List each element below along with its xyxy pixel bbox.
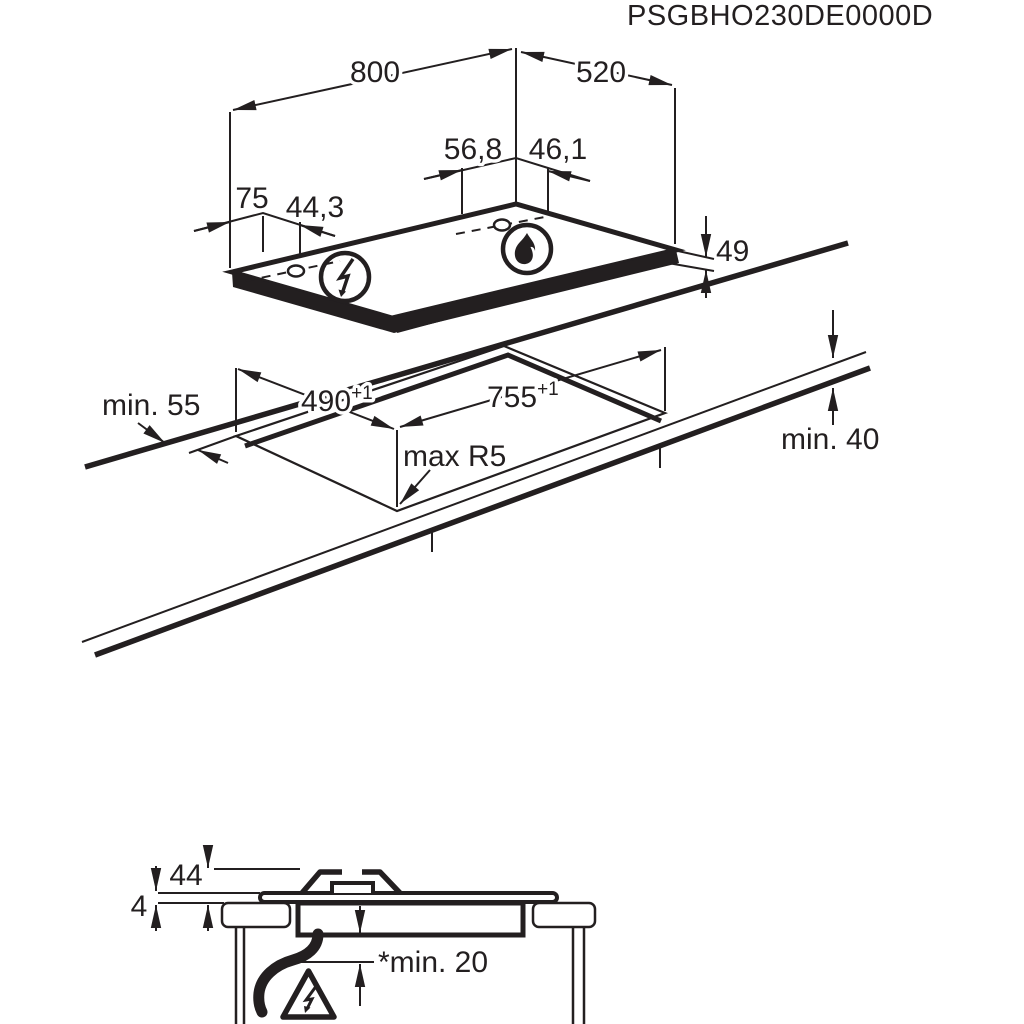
dim-min-55: min. 55 xyxy=(102,389,229,464)
dim-44: 44 xyxy=(158,845,300,931)
cabinet-walls xyxy=(234,926,586,1024)
worktop-section-right xyxy=(531,901,597,929)
dim-49: 49 xyxy=(700,216,749,298)
dim-490-label: 490+1 xyxy=(301,383,373,418)
electric-shock-warning-icon xyxy=(280,968,337,1020)
gas-connection-hole xyxy=(492,218,512,232)
worktop-front-top-edge xyxy=(81,351,867,643)
top-view-hob: 800 520 56,8 46,1 75 44,3 49 xyxy=(84,48,849,470)
dim-44-label: 44 xyxy=(169,859,202,892)
electric-connection-hole xyxy=(286,264,306,278)
model-code: PSGBHO230DE0000D xyxy=(627,0,933,32)
dim-min-20: *min. 20 xyxy=(300,906,488,1006)
side-view: 44 4 *min. 20 xyxy=(131,845,597,1024)
dim-755-label: 755+1 xyxy=(487,379,559,414)
hob-body-section xyxy=(295,900,526,938)
glass-panel-section xyxy=(258,891,559,904)
mains-cable xyxy=(253,928,324,1018)
dim-max-r5-label: max R5 xyxy=(403,440,506,473)
dim-490: 490+1 xyxy=(237,368,395,430)
dim-75-label: 75 xyxy=(235,182,268,215)
cutout-view: 490+1 755+1 min. 55 min. 40 max R5 xyxy=(81,310,879,658)
dim-49-label: 49 xyxy=(716,235,749,268)
flame-in-circle-icon xyxy=(500,222,554,276)
cutout-extension-lines xyxy=(188,347,666,507)
dim-800: 800 xyxy=(232,48,513,111)
dim-520: 520 xyxy=(520,51,673,93)
dim-56-8-label: 56,8 xyxy=(444,133,502,166)
hob-side-face xyxy=(232,250,679,333)
lightning-in-circle-icon xyxy=(318,250,372,304)
dim-520-label: 520 xyxy=(576,56,626,89)
dim-56-8-46-1: 56,8 46,1 xyxy=(423,130,591,182)
dim-800-label: 800 xyxy=(350,56,400,89)
dim-46-1-label: 46,1 xyxy=(529,133,587,166)
dim-min-40: min. 40 xyxy=(781,310,879,456)
dim-min-40-label: min. 40 xyxy=(781,423,879,456)
dim-max-r5: max R5 xyxy=(399,437,510,505)
dim-min-55-label: min. 55 xyxy=(102,389,200,422)
burner-cap xyxy=(330,881,375,893)
dim-min-20-label: *min. 20 xyxy=(378,946,488,979)
dim-755: 755+1 xyxy=(399,349,662,428)
worktop-section-left xyxy=(220,901,292,929)
dim-75-44-3: 75 44,3 xyxy=(193,179,348,237)
worktop-front-bottom-edge xyxy=(94,365,871,658)
pan-support xyxy=(299,869,402,895)
hob-bottom-edge-extension xyxy=(667,262,715,272)
dim-4-label: 4 xyxy=(131,890,148,923)
dim-4: 4 xyxy=(131,866,260,931)
top-view-extension-lines xyxy=(229,48,676,268)
hob-top-edge-extension xyxy=(677,250,715,260)
dim-44-3-label: 44,3 xyxy=(286,191,344,224)
